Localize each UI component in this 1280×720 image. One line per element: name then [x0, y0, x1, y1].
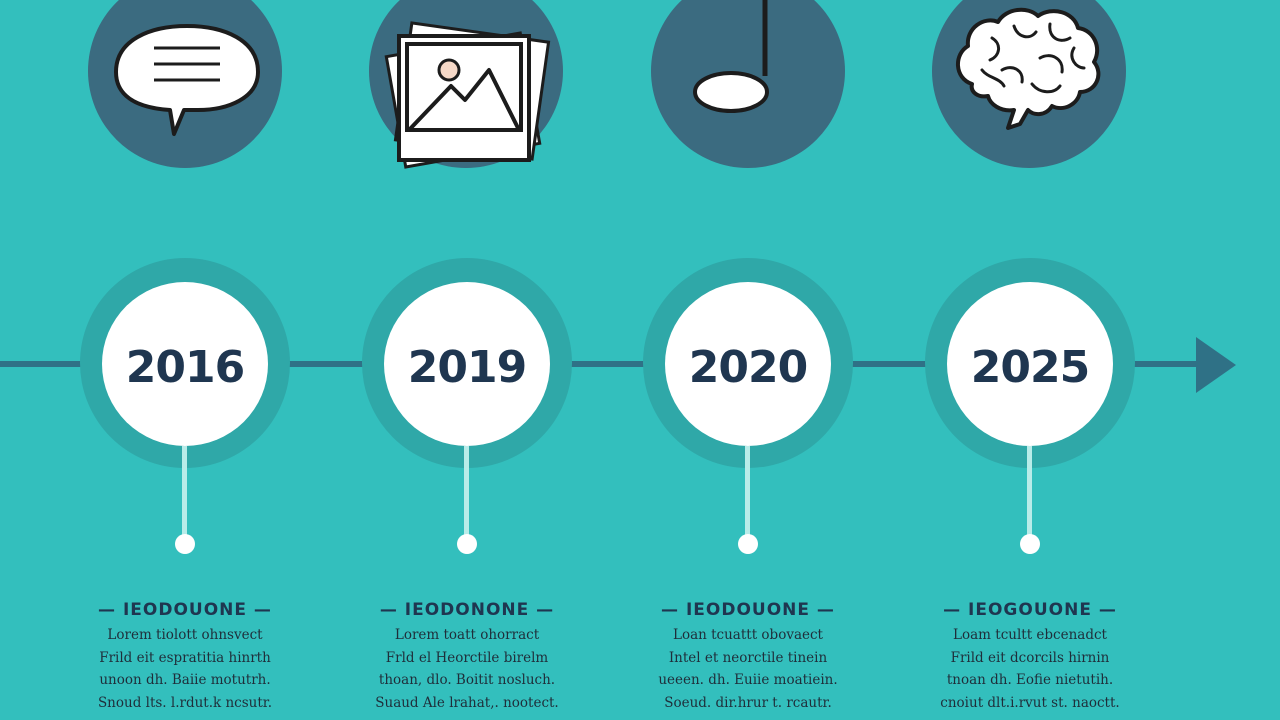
caption-line: cnoiut dlt.i.rvut st. naoctt.: [940, 694, 1120, 711]
connector-stem: [745, 446, 750, 542]
connector-dot: [175, 534, 195, 554]
caption-heading: — IEODONONE —: [379, 600, 555, 620]
caption-line: Lorem toatt ohorract: [394, 627, 540, 643]
caption-line: Frld el Heorctile birelm: [385, 649, 549, 666]
caption-line: Loam tcultt ebcenadct: [953, 627, 1107, 643]
caption-heading: — IEOGOUONE —: [943, 600, 1117, 620]
caption-line: Soeud. dir.hrur t. rcautr.: [664, 694, 832, 711]
milestone-caption-2019: — IEODONONE — Lorem toatt ohorract Frld …: [352, 598, 582, 714]
year-circle: 2016: [102, 282, 268, 446]
caption-line: Loan tcuattt obovaect: [673, 627, 823, 643]
milestone-node-2016: 2016: [80, 258, 290, 718]
connector-dot: [738, 534, 758, 554]
caption-line: thoan, dlo. Boitit nosluch.: [378, 672, 556, 688]
photo-icon: [384, 21, 551, 169]
connector-stem: [182, 446, 187, 542]
caption-line: Frild eit dcorcils hirnin: [950, 649, 1110, 666]
milestone-node-2020: 2020: [643, 258, 853, 718]
speech-bubble-icon: [114, 24, 260, 136]
milestone-node-2025: 2025: [925, 258, 1135, 718]
caption-line: Snoud lts. l.rdut.k ncsutr.: [97, 694, 273, 711]
caption-line: Intel et neorctile tinein: [668, 649, 828, 666]
icon-disc-photo: [369, 0, 563, 169]
year-label: 2019: [407, 341, 527, 393]
caption-heading: — IEODOUONE —: [98, 600, 272, 620]
caption-line: ueeen. dh. Euiie moatiein.: [658, 672, 838, 688]
year-label: 2020: [688, 341, 808, 393]
icon-disc-music: [651, 0, 845, 168]
year-label: 2025: [970, 341, 1090, 393]
milestone-caption-2016: — IEODOUONE — Lorem tiolott ohnsvect Fri…: [70, 598, 300, 714]
caption-body: Lorem tiolott ohnsvect Frild eit esprati…: [70, 624, 300, 714]
caption-line: Lorem tiolott ohnsvect: [107, 627, 263, 643]
connector-stem: [464, 446, 469, 542]
caption-line: unoon dh. Baiie motutrh.: [99, 672, 271, 688]
caption-body: Loan tcuattt obovaect Intel et neorctile…: [633, 624, 863, 714]
milestone-node-2019: 2019: [362, 258, 572, 718]
year-circle: 2019: [384, 282, 550, 446]
year-label: 2016: [125, 341, 245, 393]
timeline-line: [0, 361, 1200, 367]
timeline-arrowhead: [1196, 337, 1236, 393]
year-circle: 2025: [947, 282, 1113, 446]
caption-body: Lorem toatt ohorract Frld el Heorctile b…: [352, 624, 582, 714]
caption-line: Frild eit espratitia hinrth: [99, 649, 271, 666]
connector-dot: [1020, 534, 1040, 554]
milestone-caption-2025: — IEOGOUONE — Loam tcultt ebcenadct Fril…: [915, 598, 1145, 714]
icon-disc-speech: [88, 0, 282, 168]
caption-body: Loam tcultt ebcenadct Frild eit dcorcils…: [915, 624, 1145, 714]
year-circle: 2020: [665, 282, 831, 446]
music-note-icon: [693, 0, 769, 113]
caption-line: tnoan dh. Eofie nietutih.: [946, 672, 1114, 688]
milestone-caption-2020: — IEODOUONE — Loan tcuattt obovaect Inte…: [633, 598, 863, 714]
icon-disc-brain: [932, 0, 1126, 168]
brain-icon: [956, 7, 1101, 130]
caption-heading: — IEODOUONE —: [661, 600, 835, 620]
caption-line: Suaud Ale lrahat,. nootect.: [375, 694, 559, 711]
connector-dot: [457, 534, 477, 554]
connector-stem: [1027, 446, 1032, 542]
